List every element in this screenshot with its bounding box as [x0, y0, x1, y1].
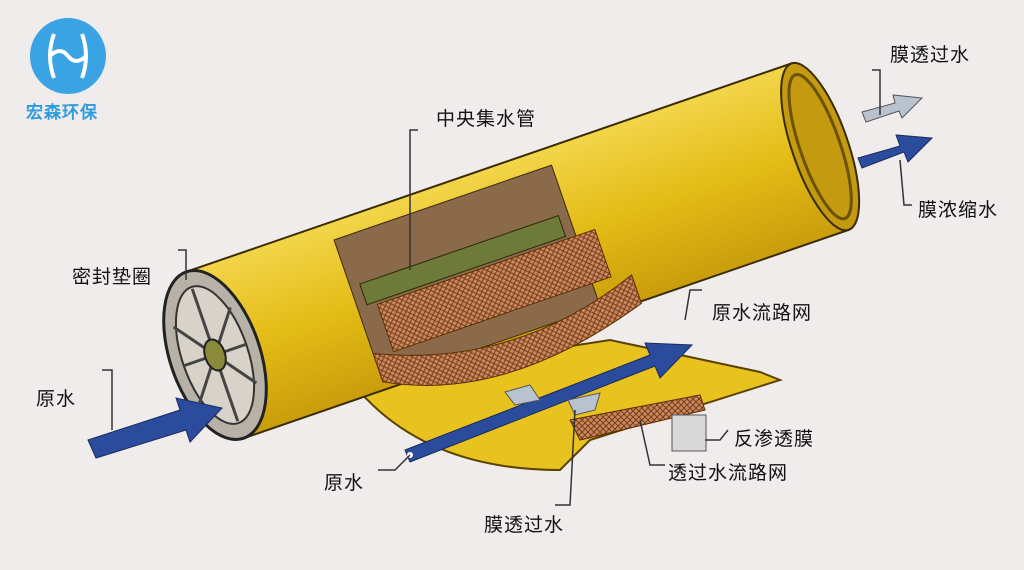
concentrate-arrow-out [857, 134, 934, 169]
logo-h-icon [48, 33, 88, 79]
leader-lines [102, 69, 912, 506]
label-central-pipe: 中央集水管 [436, 108, 537, 130]
label-feed-left: 原水 [36, 388, 77, 410]
label-permeate-spacer: 透过水流路网 [668, 462, 789, 484]
label-ro-membrane: 反渗透膜 [734, 428, 815, 450]
label-permeate-out: 膜透过水 [890, 44, 971, 66]
label-permeate-bottom: 膜透过水 [484, 514, 565, 536]
seal-ring-endcap [162, 269, 268, 441]
permeate-arrow-bottom [504, 384, 601, 416]
central-pipe [359, 214, 567, 306]
permeate-spacer-sample [671, 414, 707, 452]
membrane-tube [162, 61, 861, 441]
logo-badge [30, 18, 106, 94]
cutaway-layers [333, 164, 643, 386]
label-feed-spacer: 原水流路网 [712, 302, 813, 324]
logo-text: 宏森环保 [26, 103, 98, 123]
label-concentrate-out: 膜浓缩水 [918, 199, 999, 221]
feed-arrow-left [87, 397, 223, 459]
label-seal-ring: 密封垫圈 [72, 266, 153, 288]
label-feed-bottom: 原水 [324, 472, 365, 494]
permeate-arrow-out [861, 94, 924, 123]
